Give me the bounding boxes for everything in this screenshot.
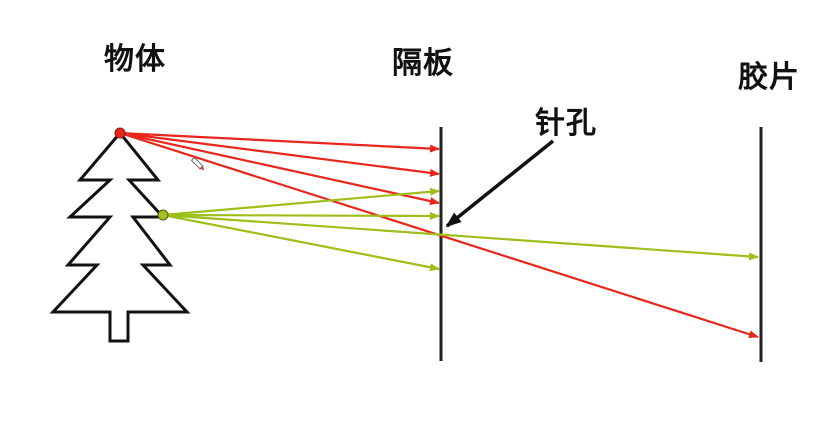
pinhole-label: 针孔 (535, 106, 597, 141)
green-point (157, 209, 169, 221)
red-point (114, 127, 126, 139)
pinhole-pointer-arrow (445, 139, 555, 228)
object-label: 物体 (104, 42, 166, 77)
green-rays (162, 187, 759, 272)
film-label: 胶片 (738, 60, 800, 95)
pen-cursor-icon (190, 156, 205, 171)
barrier-label: 隔板 (392, 46, 454, 81)
tree-icon (49, 130, 191, 343)
